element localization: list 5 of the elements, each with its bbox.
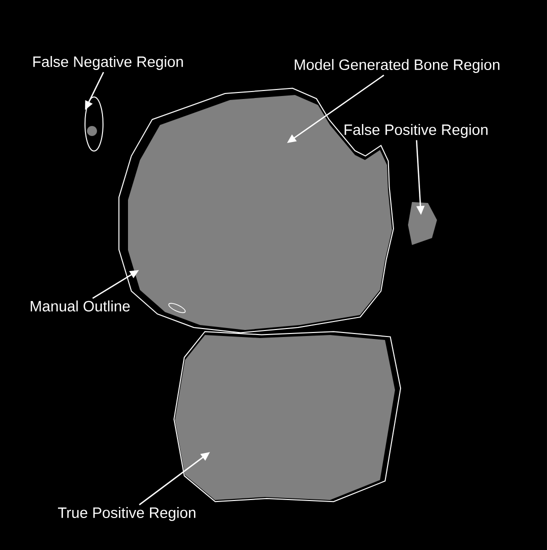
region-label: Manual Outline — [30, 300, 130, 312]
region-label: Model Generated Bone Region — [294, 59, 500, 73]
region-label: True Positive Region — [58, 507, 196, 521]
region-label: False Negative Region — [33, 56, 183, 70]
region-label: False Positive Region — [344, 124, 488, 138]
